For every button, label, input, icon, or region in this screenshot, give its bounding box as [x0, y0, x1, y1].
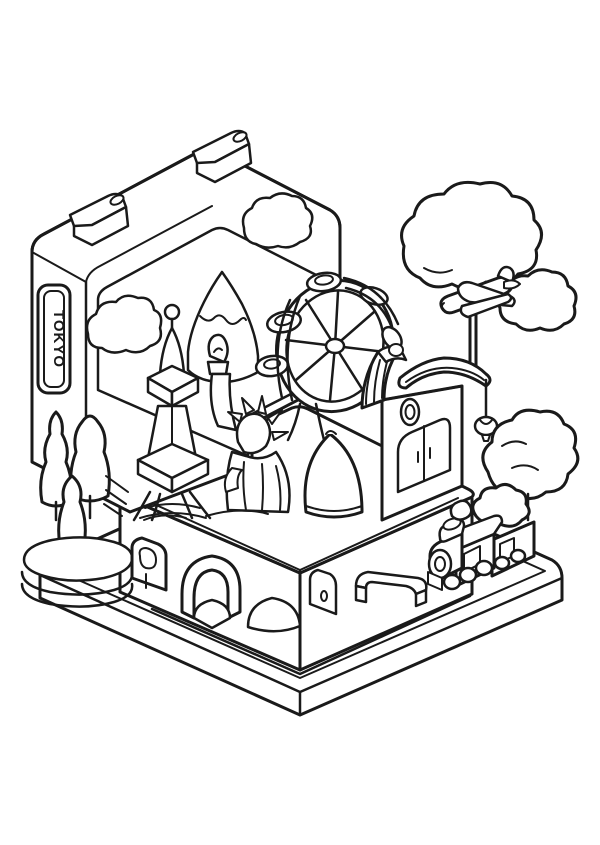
ferris-wheel [254, 271, 403, 442]
statue-of-liberty [206, 333, 291, 514]
park-bench [354, 570, 428, 608]
cloud-sky-large [400, 180, 543, 290]
base-front-dome [246, 596, 302, 633]
airplane [439, 265, 521, 378]
sign-board[interactable] [130, 536, 168, 592]
tokyo-label-text: TOKYO [50, 310, 67, 368]
cloud-backdrop-top [241, 192, 314, 249]
arch-tunnel [180, 554, 242, 630]
interior-ground-lines [143, 509, 269, 521]
suitcase-latch-right[interactable] [191, 129, 253, 184]
tokyo-luggage-tag: TOKYO [36, 283, 72, 395]
suitcase-latch-left[interactable] [68, 192, 130, 247]
eiffel-tower [132, 303, 212, 522]
bush-tree-small [471, 483, 531, 528]
cloud-backdrop-left [85, 294, 163, 354]
dome-tent [303, 430, 364, 519]
base-panel-sign [308, 568, 338, 616]
steam-train [427, 499, 536, 591]
pagoda-building [360, 343, 492, 522]
platform-accent-lines [103, 475, 129, 517]
pine-tree-mid [69, 414, 111, 520]
